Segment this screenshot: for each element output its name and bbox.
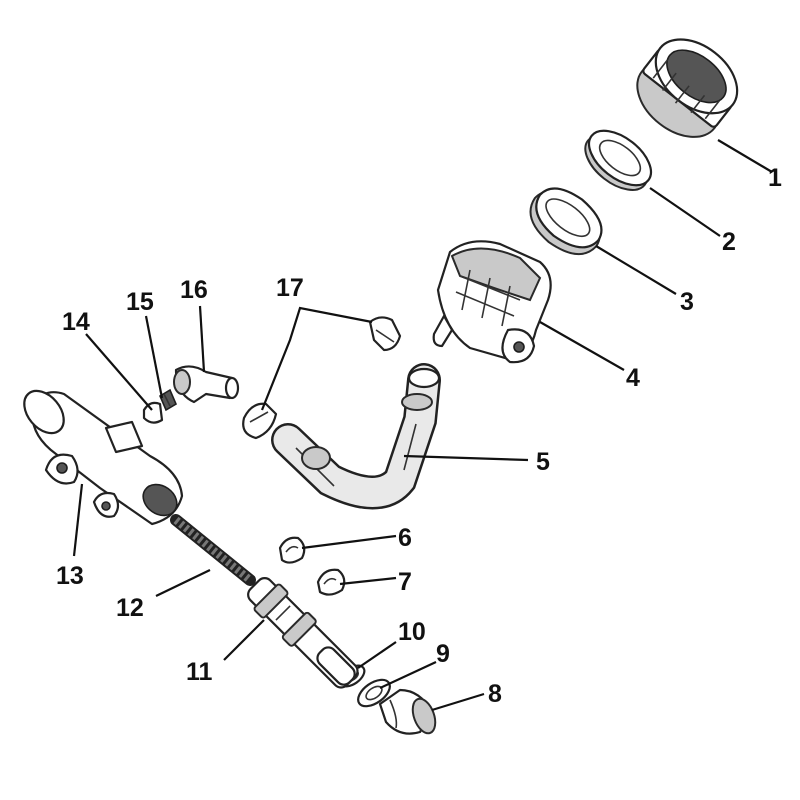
callout-3: 3 <box>680 288 694 316</box>
part-6-clip <box>278 536 306 564</box>
callout-17: 17 <box>276 274 304 302</box>
part-12-spring <box>170 514 256 586</box>
callout-8: 8 <box>488 680 502 708</box>
leader-2 <box>649 187 721 237</box>
callouts: 1 2 3 4 5 6 7 8 9 10 11 12 13 14 15 16 1… <box>56 164 782 708</box>
callout-2: 2 <box>722 228 736 256</box>
callout-6: 6 <box>398 524 412 552</box>
leader-8 <box>431 692 485 712</box>
part-11-piston <box>247 577 359 689</box>
part-2-diaphragm-plate <box>584 129 653 191</box>
callout-10: 10 <box>398 618 426 646</box>
part-13-cylinder-body <box>23 389 184 526</box>
leader-9 <box>379 661 437 689</box>
callout-5: 5 <box>536 448 550 476</box>
leader-5 <box>403 454 529 462</box>
part-16-elbow-fitting <box>173 365 240 404</box>
part-8-dust-boot <box>378 688 437 735</box>
leader-12 <box>155 569 211 597</box>
leader-6 <box>301 534 397 550</box>
callout-11: 11 <box>186 658 213 686</box>
part-5-hose <box>271 363 441 510</box>
callout-9: 9 <box>436 640 450 668</box>
leader-10 <box>357 641 397 669</box>
part-14-fitting <box>142 401 164 424</box>
callout-14: 14 <box>62 308 90 336</box>
part-1-reservoir-cap <box>636 38 739 138</box>
leader-lines <box>72 139 773 712</box>
leader-11 <box>223 619 265 661</box>
leader-16 <box>198 305 206 373</box>
leader-13 <box>72 483 84 557</box>
leader-4 <box>539 321 625 371</box>
leader-15 <box>144 315 164 399</box>
part-17-hose-clamps <box>242 316 402 440</box>
leader-1 <box>717 139 773 173</box>
part-7-clip <box>316 568 346 596</box>
callout-7: 7 <box>398 568 412 596</box>
callout-4: 4 <box>626 364 640 392</box>
part-3-diaphragm <box>529 187 603 256</box>
part-4-reservoir-body <box>432 240 552 364</box>
leader-3 <box>595 245 677 295</box>
leader-17 <box>260 306 373 411</box>
callout-13: 13 <box>56 562 84 590</box>
leader-7 <box>339 576 397 586</box>
callout-1: 1 <box>768 164 782 192</box>
callout-16: 16 <box>180 276 208 304</box>
part-15-screw <box>158 388 178 412</box>
callout-12: 12 <box>116 594 144 622</box>
leader-14 <box>85 333 153 411</box>
callout-15: 15 <box>126 288 154 316</box>
